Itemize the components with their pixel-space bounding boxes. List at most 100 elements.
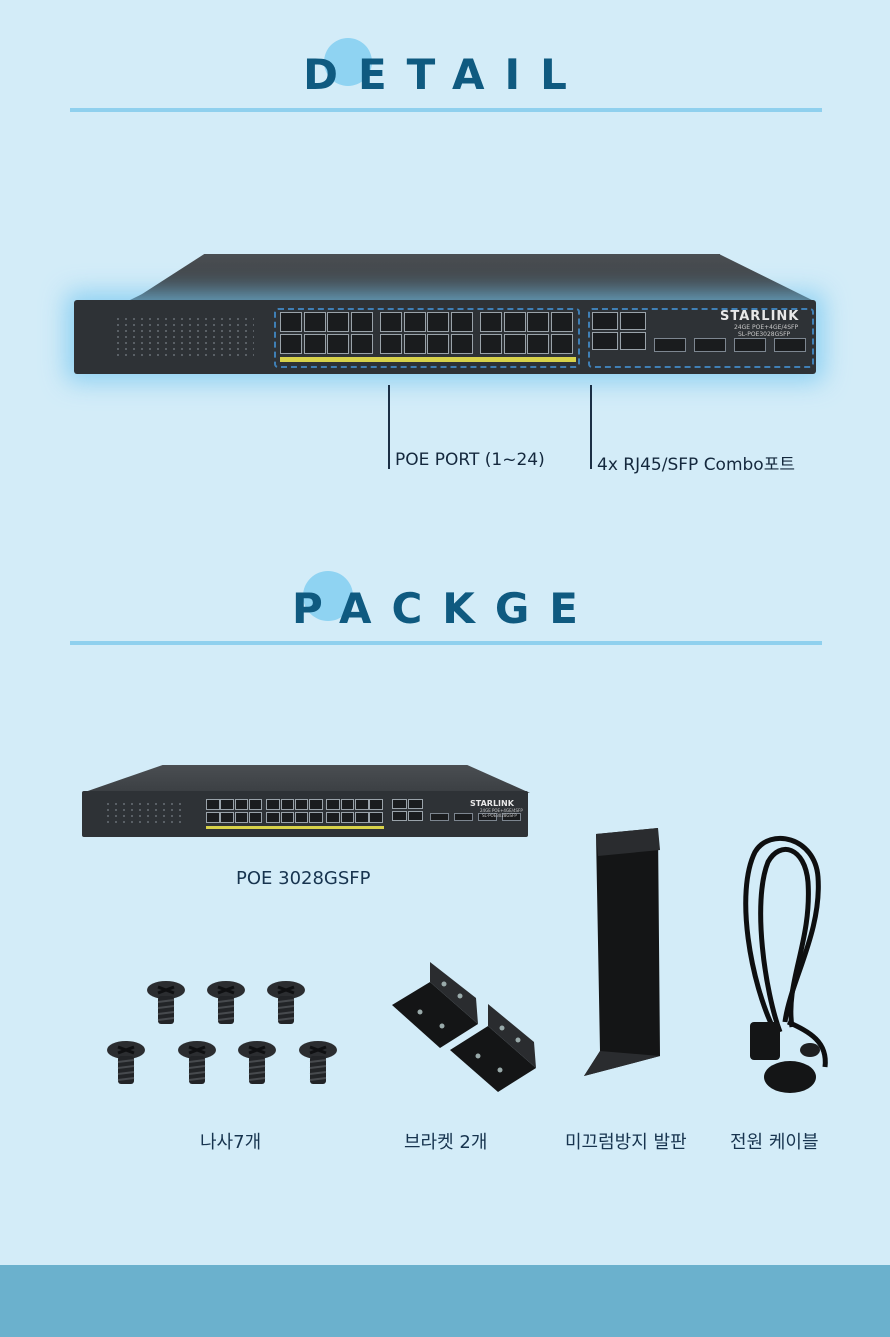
status-led-panel xyxy=(114,316,254,356)
poe-port-block xyxy=(206,799,384,829)
rj45-port xyxy=(527,334,549,354)
rj45-port xyxy=(408,811,423,821)
power-cable-icon xyxy=(743,835,828,1093)
rj45-port xyxy=(340,799,355,810)
rj45-port xyxy=(309,812,323,823)
switch-model-text: 24GE POE+4GE/4SFP xyxy=(734,324,799,331)
rj45-port xyxy=(380,334,402,354)
switch-brand-logo: STARLINK xyxy=(470,799,514,808)
rj45-port xyxy=(206,799,220,810)
poe-port-highlight xyxy=(274,308,580,368)
rj45-port xyxy=(266,812,280,823)
switch-model-code: SL-POE3028GSFP xyxy=(482,813,517,818)
sfp-port xyxy=(694,338,726,352)
rj45-port xyxy=(303,334,326,354)
rj45-port xyxy=(550,312,573,332)
rj45-port xyxy=(550,334,573,354)
sfp-port-block xyxy=(654,338,810,360)
screw-icon xyxy=(105,979,339,1086)
package-item-label: 나사7개 xyxy=(200,1132,262,1153)
sfp-port xyxy=(430,813,449,821)
rj45-port xyxy=(620,332,646,350)
combo-rj45-block xyxy=(392,799,424,825)
rj45-port xyxy=(403,312,426,332)
combo-callout-label: 4x RJ45/SFP Combo포트 xyxy=(597,455,795,475)
rj45-port xyxy=(369,799,383,810)
rj45-port xyxy=(592,332,618,350)
bracket-icon xyxy=(392,962,536,1092)
rj45-port xyxy=(408,799,423,809)
rj45-port xyxy=(234,812,249,823)
rj45-port xyxy=(480,334,502,354)
rj45-port xyxy=(450,334,473,354)
rj45-port xyxy=(294,799,309,810)
rj45-port xyxy=(220,799,234,810)
rj45-port xyxy=(206,812,220,823)
sfp-port xyxy=(478,813,497,821)
sfp-port xyxy=(654,338,686,352)
package-item-label: 브라켓 2개 xyxy=(404,1132,488,1153)
rj45-port xyxy=(592,312,618,330)
combo-port-highlight xyxy=(588,308,814,368)
rj45-port xyxy=(427,312,449,332)
rj45-port xyxy=(503,334,526,354)
switch-detail-image: STARLINK 24GE POE+4GE/4SFP SL-POE3028GSF… xyxy=(70,250,820,380)
switch-package-image: STARLINK 24GE POE+4GE/4SFP SL-POE3028GSF… xyxy=(82,765,530,839)
switch-caption: POE 3028GSFP xyxy=(236,868,371,889)
rj45-port xyxy=(355,812,369,823)
antislip-pad-icon xyxy=(584,828,660,1076)
package-item-label: 미끄럼방지 발판 xyxy=(565,1132,687,1153)
poe-callout-line xyxy=(388,385,390,469)
switch-model-text: 24GE POE+4GE/4SFP xyxy=(480,808,523,813)
rj45-port xyxy=(220,812,234,823)
poe-label-strip xyxy=(280,357,576,362)
status-led-panel xyxy=(104,801,184,827)
rj45-port xyxy=(266,799,280,810)
rj45-port xyxy=(280,312,302,332)
poe-port-block xyxy=(280,312,576,364)
detail-divider xyxy=(70,108,822,112)
rj45-port xyxy=(326,812,340,823)
rj45-port xyxy=(380,312,402,332)
combo-callout-line xyxy=(590,385,592,469)
sfp-port xyxy=(502,813,521,821)
sfp-port-block xyxy=(430,813,522,825)
footer-band xyxy=(0,1265,890,1337)
rj45-port xyxy=(620,312,646,330)
poe-callout-label: POE PORT (1~24) xyxy=(395,450,545,470)
combo-rj45-block xyxy=(592,312,648,358)
package-title: PACKGE xyxy=(292,584,598,633)
rj45-port xyxy=(327,334,349,354)
detail-title: DETAIL xyxy=(303,50,587,99)
package-divider xyxy=(70,641,822,645)
rj45-port xyxy=(309,799,323,810)
rj45-port xyxy=(480,312,502,332)
title-decoration-dot xyxy=(324,38,372,86)
rj45-port xyxy=(350,312,373,332)
rj45-port xyxy=(234,799,249,810)
package-item-label: 전원 케이블 xyxy=(730,1132,819,1153)
rj45-port xyxy=(340,812,355,823)
rj45-port xyxy=(450,312,473,332)
rj45-port xyxy=(355,799,369,810)
rj45-port xyxy=(427,334,449,354)
rj45-port xyxy=(369,812,383,823)
rj45-port xyxy=(527,312,549,332)
rj45-port xyxy=(392,811,407,821)
sfp-port xyxy=(774,338,806,352)
rj45-port xyxy=(503,312,526,332)
rj45-port xyxy=(403,334,426,354)
rj45-port xyxy=(303,312,326,332)
rj45-port xyxy=(327,312,349,332)
rj45-port xyxy=(294,812,309,823)
poe-label-strip xyxy=(206,826,384,829)
rj45-port xyxy=(326,799,340,810)
rj45-port xyxy=(280,799,294,810)
rj45-port xyxy=(248,812,263,823)
switch-model-code: SL-POE3028GSFP xyxy=(738,331,791,338)
title-decoration-dot xyxy=(303,571,353,621)
rj45-port xyxy=(248,799,263,810)
switch-brand-logo: STARLINK xyxy=(720,309,800,324)
rj45-port xyxy=(392,799,407,809)
sfp-port xyxy=(454,813,473,821)
